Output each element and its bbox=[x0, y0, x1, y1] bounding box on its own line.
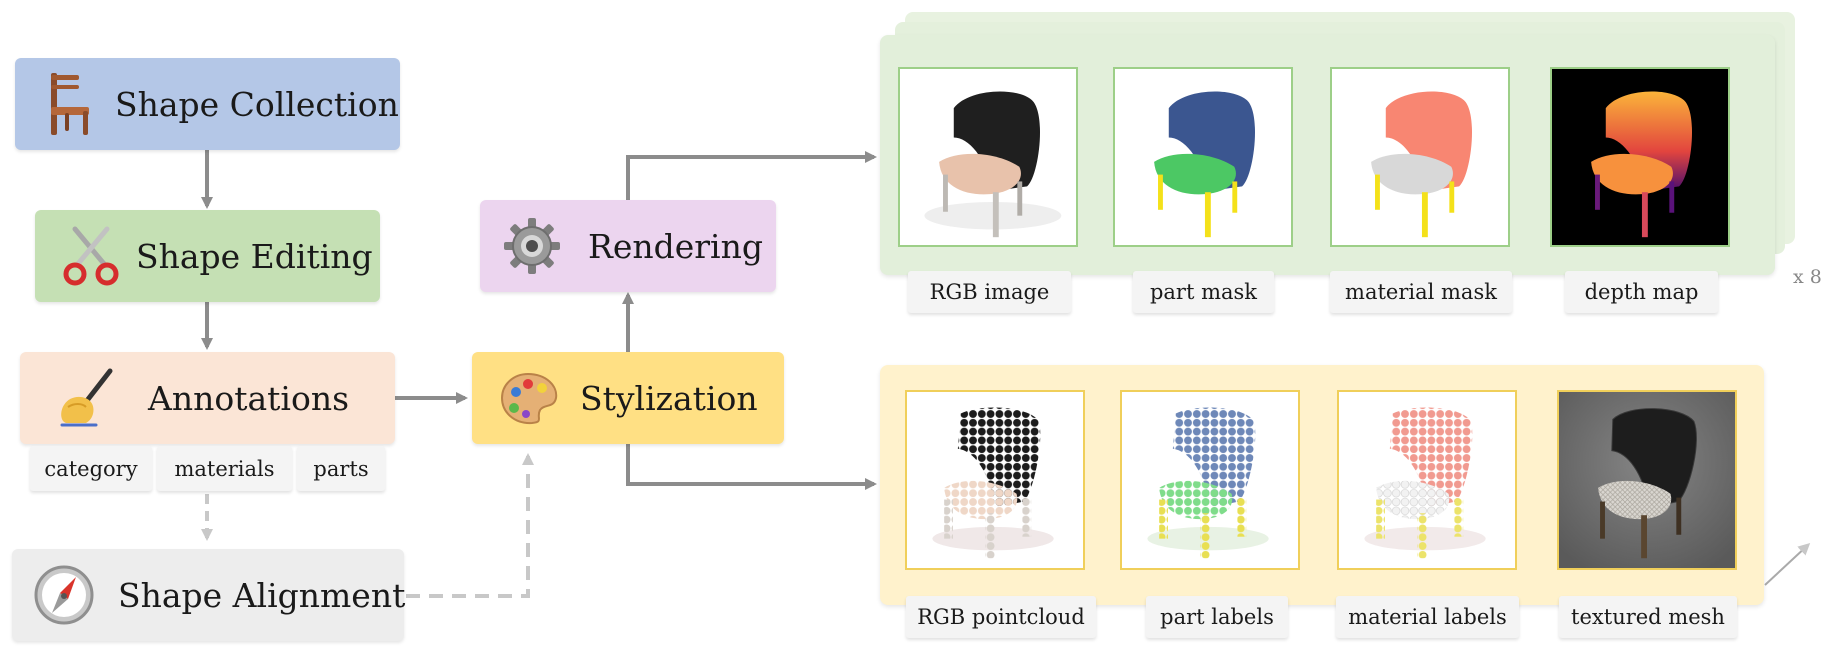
part-labels-thumbnail bbox=[1120, 390, 1300, 570]
arrow-stylization-to-pointcloud bbox=[626, 444, 877, 490]
arrow-rendering-to-outputs bbox=[626, 151, 877, 200]
label-part-labels: part labels bbox=[1146, 596, 1288, 638]
chair-icon bbox=[43, 71, 95, 137]
dashed-arrow-alignment-to-stylization bbox=[406, 453, 534, 598]
rgb-image-thumbnail bbox=[898, 67, 1078, 247]
annotations-label: Annotations bbox=[148, 378, 350, 418]
writing-hand-icon bbox=[56, 367, 118, 429]
stylization-label: Stylization bbox=[580, 378, 758, 418]
scissors-icon bbox=[61, 224, 121, 288]
stylization-box: Stylization bbox=[472, 352, 784, 444]
shape-editing-label: Shape Editing bbox=[136, 236, 373, 276]
textured-mesh-thumbnail bbox=[1557, 390, 1737, 570]
label-rgb-pointcloud: RGB pointcloud bbox=[906, 596, 1096, 638]
shape-alignment-label: Shape Alignment bbox=[118, 575, 406, 615]
depth-map-thumbnail bbox=[1550, 67, 1730, 247]
rendering-box: Rendering bbox=[480, 200, 776, 292]
label-textured-mesh: textured mesh bbox=[1559, 596, 1737, 638]
shape-collection-box: Shape Collection bbox=[15, 58, 400, 150]
label-material-mask: material mask bbox=[1330, 271, 1512, 313]
shape-alignment-box: Shape Alignment bbox=[12, 549, 406, 641]
label-material-labels: material labels bbox=[1336, 596, 1519, 638]
annotation-tag-parts: parts bbox=[297, 446, 385, 491]
annotations-box: Annotations bbox=[20, 352, 395, 444]
gear-icon bbox=[502, 216, 562, 276]
stack-multiplier: x 8 bbox=[1793, 266, 1822, 288]
stack-multiplier-arrow bbox=[1764, 542, 1811, 586]
label-rgb-image: RGB image bbox=[908, 271, 1071, 313]
rendering-label: Rendering bbox=[588, 226, 763, 266]
rgb-pointcloud-thumbnail bbox=[905, 390, 1085, 570]
palette-icon bbox=[498, 369, 560, 427]
shape-collection-label: Shape Collection bbox=[115, 84, 399, 124]
label-depth-map: depth map bbox=[1565, 271, 1718, 313]
annotation-tag-materials: materials bbox=[157, 446, 292, 491]
compass-icon bbox=[32, 562, 96, 628]
material-mask-thumbnail bbox=[1330, 67, 1510, 247]
part-mask-thumbnail bbox=[1113, 67, 1293, 247]
label-part-mask: part mask bbox=[1133, 271, 1274, 313]
shape-editing-box: Shape Editing bbox=[35, 210, 380, 302]
annotation-tag-category: category bbox=[30, 446, 152, 491]
material-labels-thumbnail bbox=[1337, 390, 1517, 570]
